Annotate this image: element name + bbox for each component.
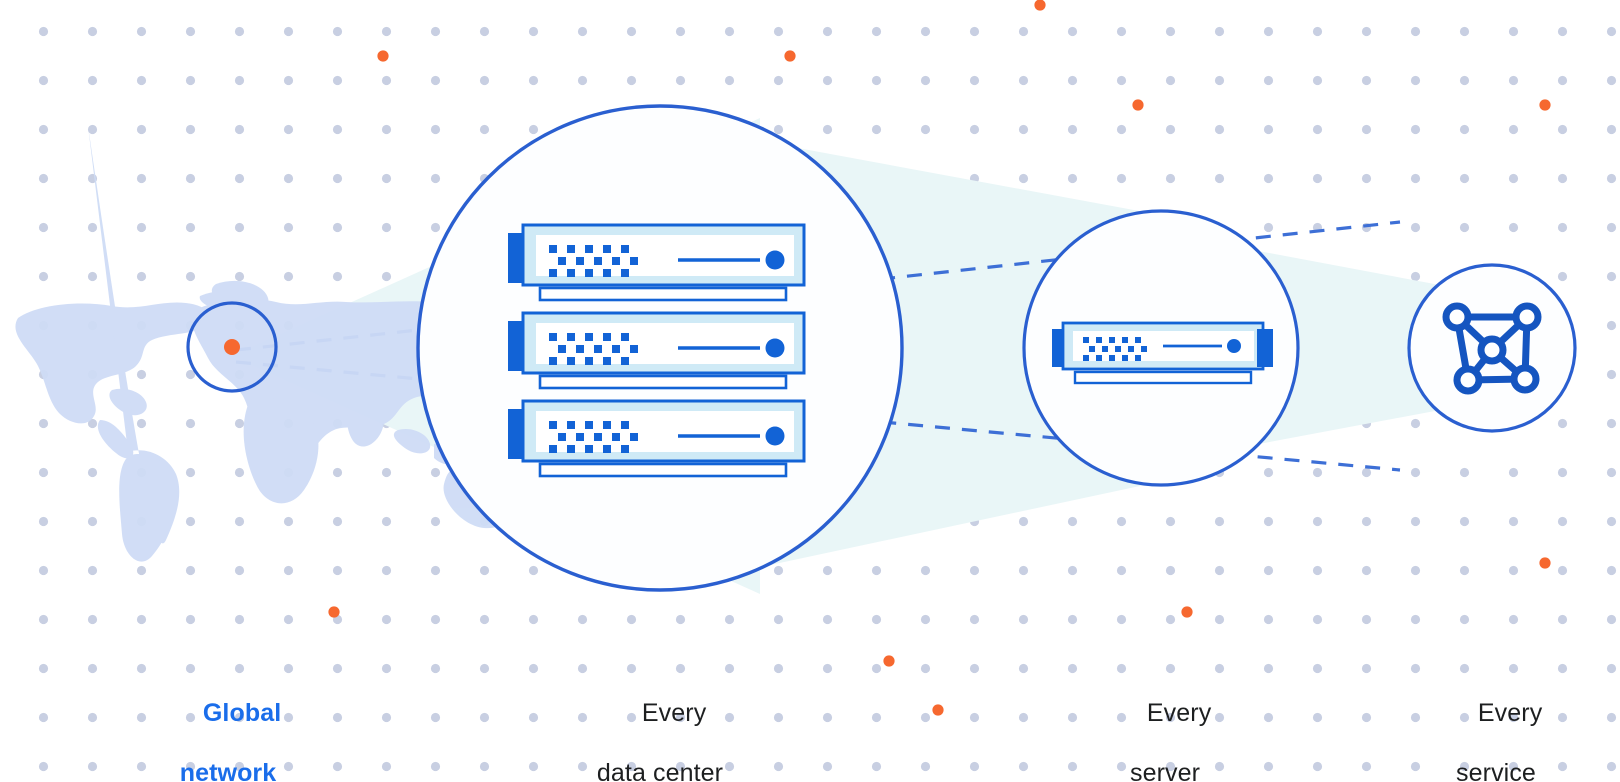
stage-label-line2: server: [1129, 759, 1201, 782]
stage-label-line1: Every: [1477, 699, 1543, 727]
stage-label-line1: Every: [1146, 699, 1212, 727]
mesh-nodes: [1442, 302, 1542, 395]
vent-dots-1: [549, 245, 638, 277]
stage-label-every-server: Every server: [1065, 668, 1265, 782]
map-highlight-circle: [186, 301, 278, 393]
server-unit-1: [508, 223, 806, 302]
stage-label-line2: service: [1456, 759, 1536, 782]
stage-label-line2: network: [179, 759, 277, 782]
stage-label-line2: data center: [596, 759, 724, 782]
map-location-marker: [224, 339, 240, 355]
vent-dots-single: [1083, 337, 1147, 361]
single-server-unit: [1052, 321, 1273, 385]
stage-label-line1: Every: [641, 699, 707, 727]
stage-label-every-data-center: Every data center: [560, 668, 760, 782]
vent-dots-3: [549, 421, 638, 453]
server-unit-2: [508, 311, 806, 390]
accent-dots: [328, 0, 1551, 716]
server-unit-3: [508, 399, 806, 478]
stage-label-every-service: Every service: [1396, 668, 1596, 782]
vent-dots-2: [549, 333, 638, 365]
stage-label-global-network: Global network: [128, 668, 328, 782]
stage-label-line1: Global: [202, 699, 282, 727]
